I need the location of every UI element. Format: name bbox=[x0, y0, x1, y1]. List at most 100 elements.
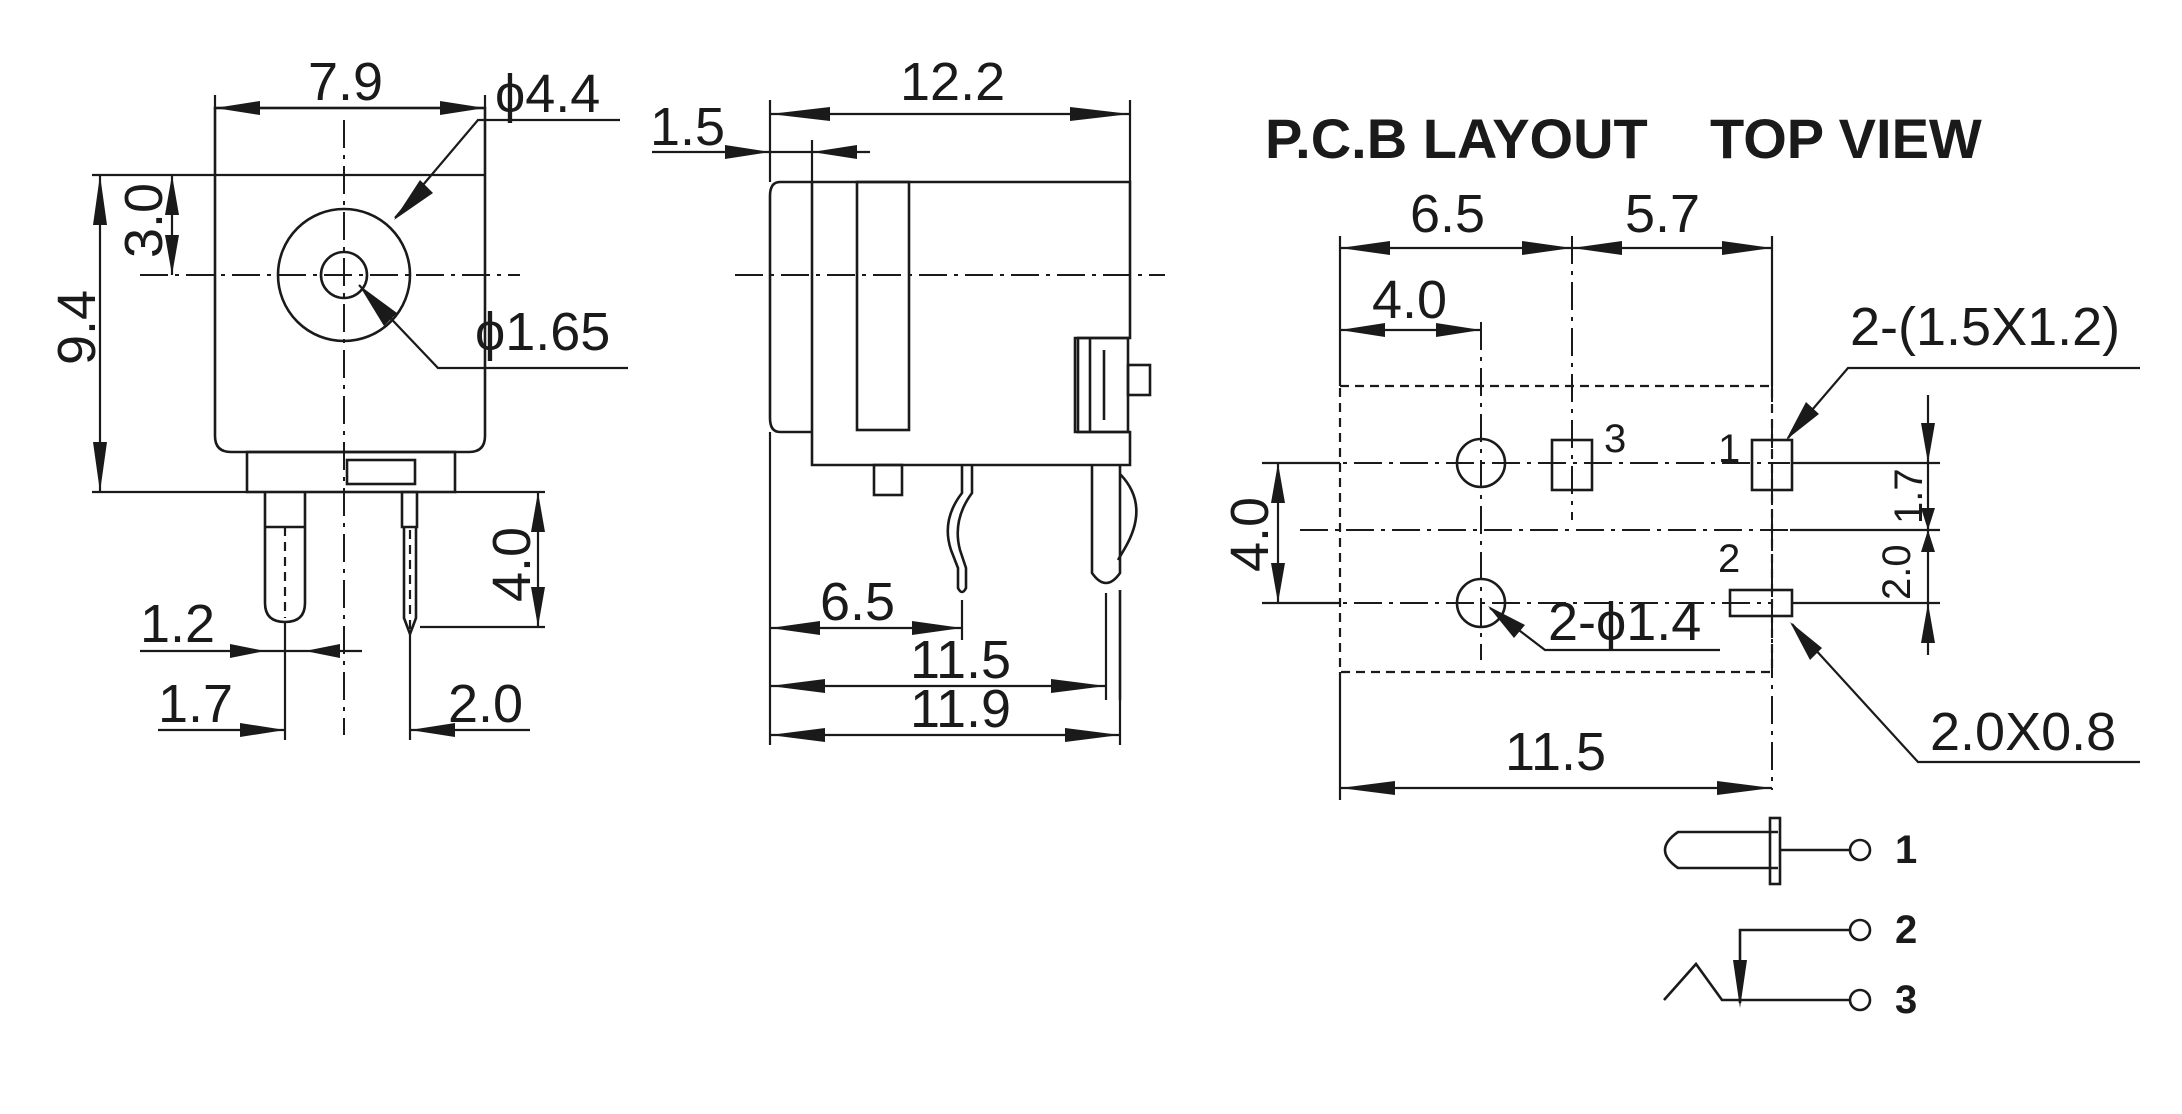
front-pin-width-label: 1.2 bbox=[140, 594, 215, 654]
pcb-pad1-leader bbox=[1787, 366, 2140, 439]
schematic-pin2-terminal bbox=[1848, 918, 1872, 942]
front-view: 7.9 ϕ4.4 ϕ1.65 9.4 3.0 4.0 1.2 bbox=[47, 52, 628, 740]
side-front-offset-label: 1.5 bbox=[650, 97, 725, 157]
pcb-total-length-label: 11.5 bbox=[1505, 722, 1606, 782]
pcb-dim-5-7-arrow-left bbox=[1572, 241, 1622, 255]
pcb-dim-4-0-arrow-left bbox=[1340, 323, 1385, 337]
front-pin-diameter-label: ϕ1.65 bbox=[475, 302, 610, 362]
schematic-pin3-wire bbox=[1663, 961, 1850, 1002]
schematic-pin3-terminal bbox=[1848, 988, 1872, 1012]
pcb-layout: P.C.B LAYOUT TOP VIEW 3 1 2 6.5 5.7 bbox=[1220, 107, 2140, 800]
pcb-hole-dim-label: 2-ϕ1.4 bbox=[1548, 592, 1701, 652]
schematic-plug-flange bbox=[1768, 816, 1782, 886]
pcb-right-arrow-2 bbox=[1921, 508, 1935, 530]
pcb-pad-spacing-large-label: 2.0 bbox=[1875, 544, 1919, 600]
schematic-plug bbox=[1663, 830, 1778, 870]
dim-1-2-arrow-right bbox=[305, 644, 340, 658]
pcb-pad-1 bbox=[1750, 438, 1794, 492]
pcb-pad2-size-label: 2.0X0.8 bbox=[1930, 702, 2116, 762]
front-pin-length-label: 4.0 bbox=[482, 527, 542, 602]
dim-1-5-arrow-left bbox=[725, 145, 770, 159]
dim-1-5-arrow-right bbox=[812, 145, 857, 159]
front-inner-pin bbox=[319, 250, 369, 300]
dim-1-7-arrow bbox=[240, 723, 285, 737]
side-barrel bbox=[768, 180, 812, 434]
dim-7-9-arrow-left bbox=[215, 101, 260, 115]
dim-9-4-arrow-bottom bbox=[93, 442, 107, 492]
schematic-pin1-label: 1 bbox=[1895, 828, 1917, 872]
dim-6-5-arrow-left bbox=[770, 621, 820, 635]
pcb-pad1-size-label: 2-(1.5X1.2) bbox=[1850, 297, 2120, 357]
dim-2-0-arrow bbox=[410, 723, 455, 737]
side-pin-spring bbox=[1116, 473, 1138, 561]
pcb-pad-3 bbox=[1550, 438, 1594, 492]
pcb-dim-a-label: 6.5 bbox=[1410, 184, 1485, 244]
side-pin-a-label: 6.5 bbox=[820, 572, 895, 632]
pcb-hole-bottom bbox=[1455, 577, 1507, 629]
side-length-label: 12.2 bbox=[900, 52, 1005, 112]
front-left-pin-offset-label: 1.7 bbox=[158, 674, 233, 734]
leader-outer-diameter-arrow bbox=[394, 180, 433, 220]
side-pin-c-label: 11.9 bbox=[910, 679, 1011, 739]
pcb-dim-5-7-arrow-right bbox=[1722, 241, 1772, 255]
front-width-label: 7.9 bbox=[308, 52, 383, 112]
pcb-right-arrow-3 bbox=[1921, 530, 1935, 552]
front-height-label: 9.4 bbox=[47, 290, 107, 365]
side-bottom-tab bbox=[872, 463, 904, 497]
pcb-dim-vert-arrow-top bbox=[1271, 463, 1285, 503]
schematic: 1 2 3 bbox=[1663, 816, 1917, 1022]
dim-11-9-arrow-right bbox=[1065, 728, 1120, 742]
side-view: 12.2 1.5 6.5 11.5 11.9 bbox=[650, 52, 1165, 745]
dim-9-4-arrow-top bbox=[93, 175, 107, 225]
dim-11-5-arrow-left bbox=[770, 679, 825, 693]
pcb-pad-spacing-small-label: 1.7 bbox=[1887, 468, 1931, 524]
front-body-outline bbox=[213, 106, 487, 454]
schematic-pin2-label: 2 bbox=[1895, 908, 1917, 952]
pcb-dim-4-0-arrow-right bbox=[1436, 323, 1481, 337]
front-outer-diameter-label: ϕ4.4 bbox=[495, 64, 600, 124]
pcb-dim-vert-arrow-bottom bbox=[1271, 563, 1285, 603]
dim-11-5-arrow-right bbox=[1051, 679, 1106, 693]
pcb-pad-2-label: 2 bbox=[1718, 537, 1740, 581]
pcb-dim-6-5-arrow-right bbox=[1522, 241, 1572, 255]
dim-4-0-arrow-top bbox=[531, 492, 545, 532]
schematic-pin2-arrow bbox=[1733, 960, 1747, 1008]
pcb-dim-b-label: 5.7 bbox=[1625, 184, 1700, 244]
pcb-vertical-dim-label: 4.0 bbox=[1220, 497, 1280, 572]
dim-3-0-arrow-top bbox=[165, 175, 179, 215]
front-right-pin-offset-label: 2.0 bbox=[448, 674, 523, 734]
dim-12-2-arrow-left bbox=[770, 107, 830, 121]
leader-pin-diameter-arrow bbox=[359, 285, 397, 326]
front-center-height-label: 3.0 bbox=[114, 183, 174, 258]
schematic-pin2-wire bbox=[1738, 928, 1850, 1003]
front-right-pin bbox=[400, 490, 419, 529]
dim-1-2-arrow-left bbox=[230, 644, 265, 658]
dim-12-2-arrow-right bbox=[1070, 107, 1130, 121]
dim-4-0-arrow-bottom bbox=[531, 587, 545, 627]
pcb-pad2-leader-arrow bbox=[1790, 622, 1822, 660]
pcb-title: P.C.B LAYOUT bbox=[1265, 107, 1648, 170]
front-base-block bbox=[245, 450, 457, 494]
pcb-pad1-leader-arrow bbox=[1786, 402, 1819, 440]
side-pin-bent bbox=[946, 465, 974, 594]
pcb-dim-6-5-arrow-left bbox=[1340, 241, 1390, 255]
pcb-total-arrow-right bbox=[1717, 781, 1772, 795]
schematic-pin1-terminal bbox=[1848, 838, 1872, 862]
dim-7-9-arrow-right bbox=[440, 101, 485, 115]
pcb-pad-1-label: 1 bbox=[1718, 427, 1740, 471]
pcb-hole-top bbox=[1455, 437, 1507, 489]
dim-3-0-arrow-bottom bbox=[165, 235, 179, 275]
leader-outer-diameter bbox=[394, 118, 620, 219]
pcb-pad2-leader bbox=[1791, 623, 2140, 764]
dim-6-5-arrow-right bbox=[912, 621, 962, 635]
side-pin-b-label: 11.5 bbox=[910, 630, 1011, 690]
pcb-subtitle: TOP VIEW bbox=[1710, 107, 1982, 170]
side-body-outline bbox=[810, 180, 1132, 467]
dim-11-9-arrow-left bbox=[770, 728, 825, 742]
side-latch bbox=[1126, 363, 1152, 397]
pcb-right-arrow-1 bbox=[1921, 423, 1935, 463]
front-base-slot bbox=[345, 458, 417, 486]
pcb-hole-leader-arrow bbox=[1488, 606, 1525, 638]
side-pin-straight bbox=[1090, 465, 1122, 585]
